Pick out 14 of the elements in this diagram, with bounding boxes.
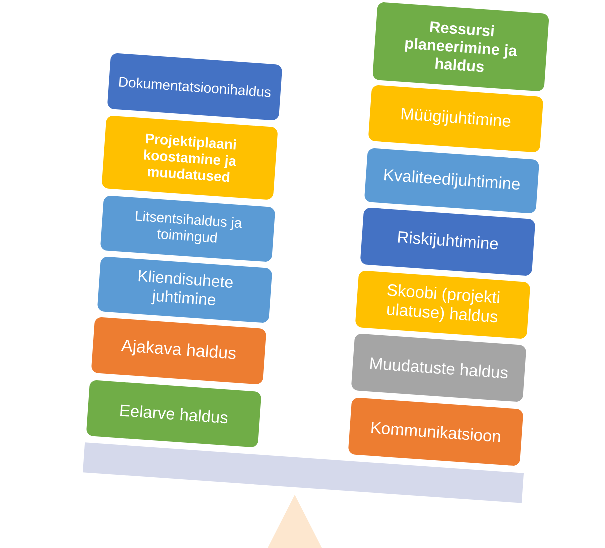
scale-beam [83, 442, 524, 504]
topic-box: Skoobi (projekti ulatuse) haldus [356, 271, 530, 339]
topic-box: Riskijuhtimine [360, 208, 536, 276]
topic-box: Muudatuste haldus [352, 334, 526, 402]
topic-box: Eelarve haldus [86, 380, 262, 448]
topic-box: Kvaliteedijuhtimine [364, 148, 540, 214]
topic-box: Kommunikatsioon [348, 398, 524, 466]
topic-box: Dokumentatsioonihaldus [108, 54, 282, 120]
topic-box: Kliendisuhete juhtimine [98, 257, 272, 323]
topic-box: Ressursi planeerimine ja haldus [372, 2, 550, 92]
topic-box: Projektiplaani koostamine ja muudatused [102, 116, 278, 200]
topic-box: Litsentsihaldus ja toimingud [100, 196, 276, 262]
topic-box: Ajakava haldus [92, 318, 266, 384]
topic-box: Müügijuhtimine [368, 86, 544, 152]
